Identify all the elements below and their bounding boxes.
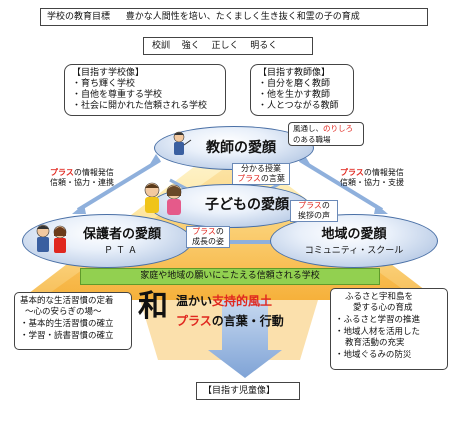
parents-ellipse: 保護者の愛顔 ＰＴＡ (22, 214, 192, 268)
student-vision-box: 【目指す児童像】 (196, 382, 300, 400)
children-label: 子どもの愛顔 (205, 197, 289, 213)
teacher-vision-item: ・自分を磨く教師 (258, 79, 331, 89)
lesson-line2: の言葉 (260, 174, 285, 183)
wa-character: 和 (138, 289, 168, 324)
right-flow-red: プラス (340, 168, 364, 177)
left-flow-red: プラス (50, 168, 74, 177)
goal-label: 学校の教育目標 (47, 12, 111, 22)
children-figures-icon (144, 182, 182, 215)
wa-line2: プラスの言葉・行動 (176, 314, 284, 328)
parents-sub: ＰＴＡ (103, 246, 140, 256)
local-title2: 愛する心の育成 (353, 303, 413, 313)
greeting-tag: プラスの 挨拶の声 (290, 200, 338, 222)
motto-label: 校訓 (152, 41, 171, 51)
community-ellipse: 地域の愛顔 コミュニティ・スクール (270, 214, 438, 268)
teacher-vision-box: 【目指す教師像】 ・自分を磨く教師 ・他を生かす教師 ・人とつながる教師 (250, 64, 354, 116)
local-item: ・地域ぐるみの防災 (335, 350, 412, 360)
parents-label: 保護者の愛顔 (82, 227, 161, 242)
community-label: 地域の愛顔 (321, 227, 387, 242)
growth-red: プラス (192, 227, 216, 236)
right-flow-text: プラスの情報発信 信頼・協力・支援 (340, 168, 404, 188)
trust-bar-text: 家庭や地域の願いにこたえる信頼される学校 (140, 271, 320, 281)
growth-line2: 成長の姿 (192, 237, 224, 246)
teacher-figure-icon (173, 131, 192, 155)
school-vision-title: 【目指す学校像】 (72, 68, 145, 78)
lesson-line1: 分かる授業 (241, 164, 281, 173)
community-sub: コミュニティ・スクール (304, 246, 404, 256)
lesson-red: プラス (237, 174, 261, 183)
school-vision-item: ・育ち輝く学校 (72, 79, 136, 89)
workplace-callout: 風通し、のりしろ のある職場 (288, 122, 364, 146)
student-vision-label: 【目指す児童像】 (203, 386, 276, 396)
left-flow-line1: の情報発信 (73, 168, 114, 177)
school-vision-box: 【目指す学校像】 ・育ち輝く学校 ・自他を尊重する学校 ・社会に開かれた信頼され… (64, 64, 226, 116)
teachers-label: 教師の愛顔 (206, 140, 276, 156)
understandable-lesson-tag: 分かる授業 プラスの言葉 (232, 163, 290, 185)
greeting-red: プラス (298, 201, 322, 210)
greeting-line2: 挨拶の声 (298, 211, 330, 220)
goal-text: 豊かな人間性を培い、たくましく生き抜く和霊の子の育成 (125, 12, 360, 22)
wa-line1: 温かい支持的風土 (176, 294, 272, 308)
local-box: ふるさと宇和島を 愛する心の育成 ・ふるさと学習の推進 ・地域人材を活用した 教… (330, 288, 448, 370)
local-item: ・地域人材を活用した (335, 327, 421, 337)
growth-tag: プラスの 成長の姿 (186, 226, 230, 248)
wa-line1-red: 支持的風土 (212, 294, 273, 308)
teacher-vision-item: ・人とつながる教師 (258, 101, 339, 111)
left-flow-line2: 信頼・協力・連携 (50, 178, 114, 187)
left-flow-text: プラスの情報発信 信頼・協力・連携 (50, 168, 114, 188)
right-flow-line1: の情報発信 (363, 168, 404, 177)
trust-bar: 家庭や地域の願いにこたえる信頼される学校 (80, 268, 380, 285)
greeting-line1: の (321, 201, 330, 210)
local-item: ・ふるさと学習の推進 (335, 315, 421, 325)
home-title: 基本的な生活習慣の定着 (20, 296, 114, 306)
school-goal-box: 学校の教育目標 豊かな人間性を培い、たくましく生き抜く和霊の子の育成 (40, 8, 428, 26)
school-vision-item: ・自他を尊重する学校 (72, 90, 163, 100)
home-item: ・基本的生活習慣の確立 (20, 319, 114, 329)
motto-strong: 強く (181, 41, 200, 51)
wa-line2-rest: の言葉・行動 (211, 314, 284, 328)
teacher-vision-title: 【目指す教師像】 (258, 68, 331, 78)
motto-right: 正しく (211, 41, 239, 51)
workplace-red: のりしろ (323, 124, 353, 133)
teacher-vision-item: ・他を生かす教師 (258, 90, 331, 100)
wa-line1-pre: 温かい (176, 294, 213, 308)
wa-line2-red: プラス (176, 314, 212, 328)
motto-bright: 明るく (250, 41, 278, 51)
growth-line1: の (215, 227, 224, 236)
down-arrow (208, 300, 282, 378)
workplace-line1: 風通し、 (293, 124, 323, 133)
local-title1: ふるさと宇和島を (345, 292, 414, 302)
school-vision-item: ・社会に開かれた信頼される学校 (72, 101, 208, 111)
motto-box: 校訓 強く 正しく 明るく (143, 37, 313, 55)
family-figures-icon (36, 224, 67, 253)
local-item-cont: 教育活動の充実 (345, 338, 405, 348)
home-subtitle: ～心の安らぎの場～ (25, 307, 102, 317)
home-box: 基本的な生活習慣の定着 ～心の安らぎの場～ ・基本的生活習慣の確立 ・学習・読書… (14, 292, 132, 350)
right-flow-line2: 信頼・協力・支援 (340, 178, 404, 187)
workplace-line2: のある職場 (293, 135, 331, 144)
home-item: ・学習・読書習慣の確立 (20, 331, 114, 341)
